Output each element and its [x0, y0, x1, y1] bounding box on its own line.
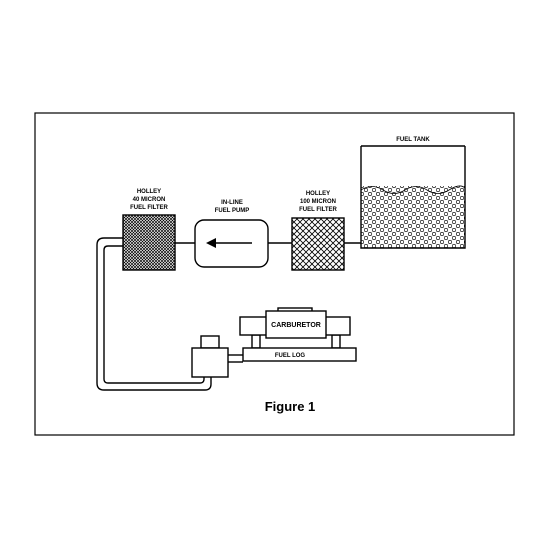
- fuel-tank-fuel-level: [361, 186, 465, 248]
- figure-frame: [34, 112, 515, 436]
- filter-100-label-line3: FUEL FILTER: [299, 207, 337, 213]
- carburetor-assembly: [239, 307, 351, 349]
- fuel-regulator: [191, 335, 229, 378]
- flow-direction-arrow-icon: [206, 238, 252, 248]
- figure-caption: Figure 1: [265, 399, 316, 414]
- fuel-tank: [360, 145, 466, 249]
- carburetor-body: [265, 310, 327, 339]
- fuel-log-label: FUEL LOG: [275, 353, 306, 359]
- fuel-line-regulator-to-log: [228, 354, 243, 363]
- filter-40-label-line1: HOLLEY: [137, 189, 161, 195]
- fuel-log: [242, 347, 357, 362]
- fuel-tank-label: FUEL TANK: [396, 137, 430, 143]
- pump-label-line2: FUEL PUMP: [215, 208, 250, 214]
- filter-100-micron: [291, 217, 345, 271]
- pump-label-line1: IN-LINE: [221, 200, 243, 206]
- filter-40-micron: [122, 214, 176, 271]
- filter-100-label-line2: 100 MICRON: [300, 199, 336, 205]
- fuel-line-40-filter-to-regulator: [96, 237, 212, 391]
- carburetor-label: CARBURETOR: [271, 322, 321, 329]
- filter-40-label-line2: 40 MICRON: [133, 197, 166, 203]
- filter-100-label-line1: HOLLEY: [306, 191, 330, 197]
- filter-40-label-line3: FUEL FILTER: [130, 205, 168, 211]
